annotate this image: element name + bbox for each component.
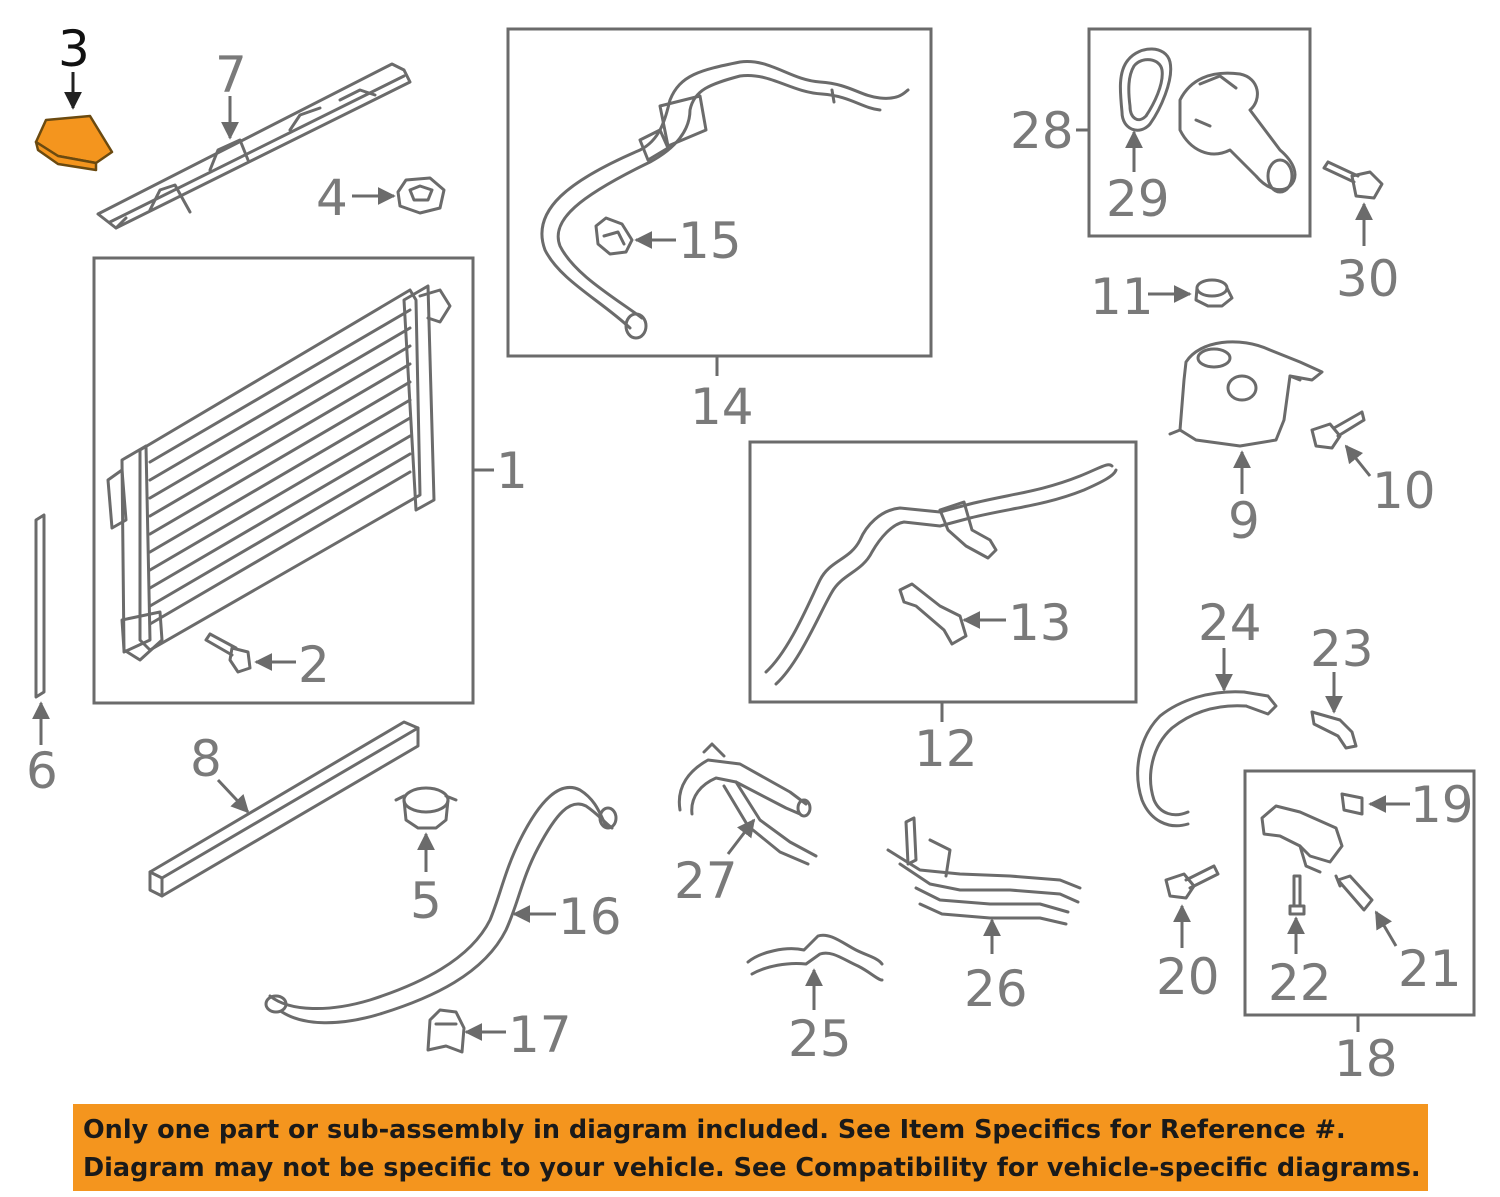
callout-24: 24 [1198,594,1262,652]
part-12-hose-assembly[interactable]: 12 [748,440,1138,778]
part-8-deflector-bar[interactable]: 8 [148,720,420,898]
part-9-reservoir[interactable]: 9 [1168,340,1324,550]
part-25-hose[interactable]: 25 [746,933,884,1068]
part-14-upper-hose[interactable]: 14 [506,27,933,436]
callout-10: 10 [1372,462,1436,520]
callout-14: 14 [690,378,754,436]
callout-22: 22 [1268,954,1332,1012]
callout-1: 1 [496,442,528,500]
callout-5: 5 [410,872,442,930]
callout-29: 29 [1106,170,1170,228]
part-11-cap[interactable]: 11 [1090,268,1234,326]
callout-25: 25 [788,1010,852,1068]
part-19-seal[interactable]: 19 [1368,776,1474,834]
part-26-twin-tubes[interactable]: 26 [886,816,1082,1018]
callout-21: 21 [1398,940,1462,998]
callout-27: 27 [674,852,738,910]
callout-15: 15 [678,212,742,270]
callout-8: 8 [190,730,222,788]
disclaimer-banner: Only one part or sub-assembly in diagram… [73,1104,1428,1191]
part-6-seal[interactable]: 6 [26,513,58,800]
callout-19: 19 [1410,776,1474,834]
part-29-gasket[interactable]: 29 [1106,130,1170,228]
callout-6: 6 [26,742,58,800]
part-24-hose[interactable]: 24 [1136,594,1278,828]
callout-30: 30 [1336,250,1400,308]
part-2-bolt[interactable]: 2 [204,632,330,694]
part-27-tube[interactable]: 27 [674,742,818,910]
callout-28: 28 [1010,102,1074,160]
part-17-clip[interactable]: 17 [426,1006,572,1064]
callout-12: 12 [914,720,978,778]
part-18-sensor-housing[interactable]: 18 [1243,769,1476,1088]
callout-9: 9 [1228,492,1260,550]
callout-18: 18 [1334,1030,1398,1088]
part-5-cap[interactable]: 5 [394,786,458,930]
callout-13: 13 [1008,594,1072,652]
part-21-sensor[interactable]: 21 [1334,874,1462,998]
callout-11: 11 [1090,268,1154,326]
part-13-bracket[interactable]: 13 [898,582,1072,652]
callout-4: 4 [316,169,348,227]
disclaimer-line-1: Only one part or sub-assembly in diagram… [83,1115,1346,1145]
part-20-bolt[interactable]: 20 [1156,864,1220,1006]
disclaimer-line-2: Diagram may not be specific to your vehi… [83,1153,1421,1183]
callout-17: 17 [508,1006,572,1064]
callout-23: 23 [1310,620,1374,678]
part-30-bolt[interactable]: 30 [1322,160,1400,308]
callout-26: 26 [964,960,1028,1018]
callout-16: 16 [558,888,622,946]
callout-3: 3 [58,20,90,78]
part-4-grommet[interactable]: 4 [316,169,446,227]
part-22-pin[interactable]: 22 [1268,874,1332,1012]
part-16-lower-hose[interactable]: 16 [264,786,622,1025]
callout-20: 20 [1156,948,1220,1006]
part-1-radiator[interactable]: 1 [92,256,528,705]
part-10-bolt[interactable]: 10 [1310,410,1436,520]
part-3-highlighted[interactable]: 3 [34,20,114,172]
part-7-deflector[interactable]: 7 [96,46,412,230]
callout-7: 7 [215,46,247,104]
callout-2: 2 [298,636,330,694]
part-23-elbow[interactable]: 23 [1310,620,1374,750]
part-28-thermostat-housing[interactable]: 28 [1010,27,1312,238]
part-15-clamp[interactable]: 15 [594,212,742,270]
